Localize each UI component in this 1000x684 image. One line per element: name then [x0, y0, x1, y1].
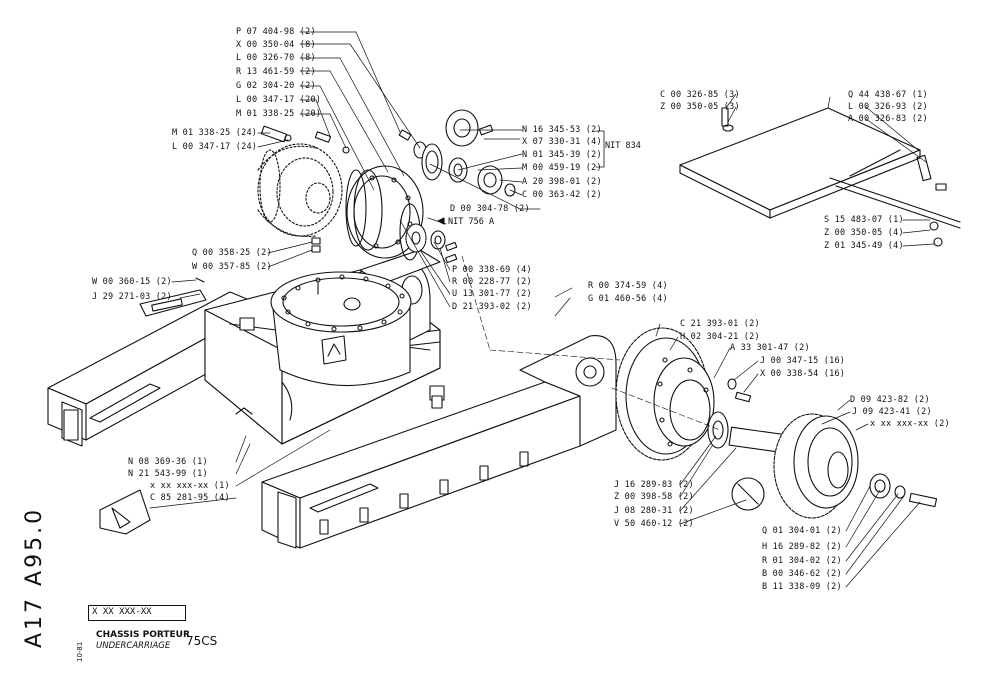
- callout-q44: Q 44 438-67 (1): [848, 90, 928, 100]
- callout-r00228: R 00 228-77 (2): [452, 277, 532, 287]
- callout-a20: A 20 398-01 (2): [522, 177, 602, 187]
- drawing-date: 10-81: [76, 641, 84, 662]
- callout-c00326: C 00 326-85 (3): [660, 90, 740, 100]
- track-pad: [99, 489, 151, 535]
- final-drive: [615, 327, 938, 519]
- model-number: 75CS: [186, 634, 218, 648]
- callout-r01: R 01 304-02 (2): [762, 556, 842, 566]
- callout-u13: U 13 301-77 (2): [452, 289, 532, 299]
- callout-w00360: W 00 360-15 (2): [92, 277, 172, 287]
- callout-x07: X 07 330-31 (4): [522, 137, 602, 147]
- callout-s15: S 15 483-07 (1): [824, 215, 904, 225]
- callout-n16-345: N 16 345-53 (2): [522, 125, 602, 135]
- callout-n08: N 08 369-36 (1): [128, 457, 208, 467]
- centerlines: [461, 255, 721, 431]
- callout-n01-345: N 01 345-39 (2): [522, 150, 602, 160]
- callout-q01: Q 01 304-01 (2): [762, 526, 842, 536]
- ref-code: X XX XXX-XX: [92, 607, 152, 617]
- callout-m00459: M 00 459-19 (2): [522, 163, 602, 173]
- callout-l00326-70: L 00 326-70 (8): [236, 53, 316, 63]
- callout-r13: R 13 461-59 (2): [236, 67, 316, 77]
- callout-xx-right: x xx xxx-xx (2): [870, 419, 950, 429]
- callout-j00347: J 00 347-15 (16): [760, 356, 846, 366]
- callout-xx-left: x xx xxx-xx (1): [150, 481, 230, 491]
- upper-hardware: [139, 109, 516, 317]
- callout-m01-20: M 01 338-25 (20): [236, 109, 322, 119]
- nit-arrow: [437, 217, 445, 225]
- callout-a33: A 33 301-47 (2): [730, 343, 810, 353]
- callout-j16-83: J 16 289-83 (2): [614, 480, 694, 490]
- tag-nit834: NIT 834: [605, 141, 641, 151]
- callout-d09: D 09 423-82 (2): [850, 395, 930, 405]
- callout-m01-24: M 01 338-25 (24): [172, 128, 258, 138]
- callout-h02: H 02 304-21 (2): [680, 332, 760, 342]
- callout-q00358: Q 00 358-25 (2): [192, 248, 272, 258]
- callout-b11: B 11 338-09 (2): [762, 582, 842, 592]
- callout-z00350-3: Z 00 350-05 (3): [660, 102, 740, 112]
- callout-p07: P 07 404-98 (2): [236, 27, 316, 37]
- ref-code-box: [88, 605, 186, 621]
- nit-bracket: [595, 130, 605, 168]
- callout-z01345: Z 01 345-49 (4): [824, 241, 904, 251]
- callout-w00357: W 00 357-85 (2): [192, 262, 272, 272]
- callout-v50: V 50 460-12 (2): [614, 519, 694, 529]
- callout-p00338: P 00 338-69 (4): [452, 265, 532, 275]
- tag-nit756: NIT 756 A: [448, 217, 495, 227]
- callout-c00363: C 00 363-42 (2): [522, 190, 602, 200]
- callout-g01460: G 01 460-56 (4): [588, 294, 668, 304]
- callout-b00346: B 00 346-62 (2): [762, 569, 842, 579]
- title-english: UNDERCARRIAGE: [96, 641, 171, 651]
- callout-l00326-93: L 00 326-93 (2): [848, 102, 928, 112]
- leader-lines: [149, 31, 935, 588]
- callout-z00350-4: Z 00 350-05 (4): [824, 228, 904, 238]
- callout-j08: J 08 280-31 (2): [614, 506, 694, 516]
- callout-a00326: A 00 326-83 (2): [848, 114, 928, 124]
- callout-z00398: Z 00 398-58 (2): [614, 492, 694, 502]
- callout-d21-393: D 21 393-02 (2): [452, 302, 532, 312]
- callout-d00304: D 00 304-78 (2): [450, 204, 530, 214]
- callout-l00347-20: L 00 347-17 (20): [236, 95, 322, 105]
- callout-x00338: X 00 338-54 (16): [760, 369, 846, 379]
- callout-g02: G 02 304-20 (2): [236, 81, 316, 91]
- callout-n21: N 21 543-99 (1): [128, 469, 208, 479]
- callout-h16: H 16 289-82 (2): [762, 542, 842, 552]
- callout-l00347-24: L 00 347-17 (24): [172, 142, 258, 152]
- drawing-code: A17 A95.0: [22, 506, 47, 648]
- drive-motor: [257, 143, 343, 238]
- callout-j09: J 09 423-41 (2): [852, 407, 932, 417]
- callout-r00374: R 00 374-59 (4): [588, 281, 668, 291]
- title-french: CHASSIS PORTEUR: [96, 630, 190, 640]
- callout-c85: C 85 281-95 (4): [150, 493, 230, 503]
- cover-plate: [679, 107, 961, 247]
- callout-c21: C 21 393-01 (2): [680, 319, 760, 329]
- callout-j29: J 29 271-03 (2): [92, 292, 172, 302]
- callout-x00350: X 00 350-04 (8): [236, 40, 316, 50]
- turret-mount: [235, 271, 445, 421]
- gearbox-assembly: [345, 165, 458, 264]
